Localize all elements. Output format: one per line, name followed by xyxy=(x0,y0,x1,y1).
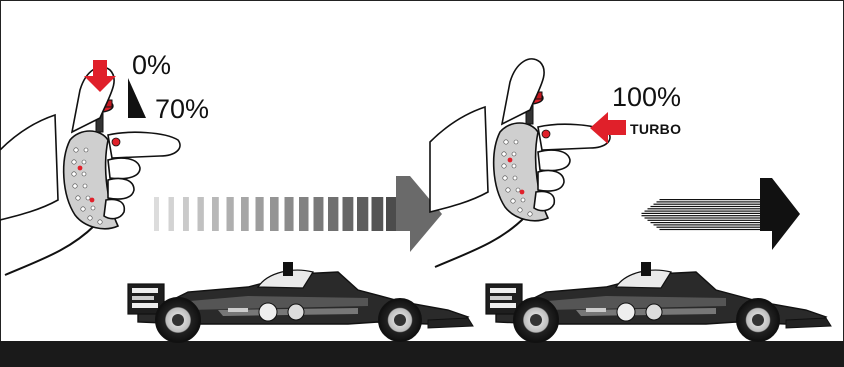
speed-bar xyxy=(371,197,384,231)
speed-bar xyxy=(284,197,294,231)
turbo-speed-line xyxy=(650,205,760,208)
race-car-icon xyxy=(127,261,474,343)
race-car-icon-turbo xyxy=(485,261,832,343)
speed-bar xyxy=(241,197,249,231)
speed-bar xyxy=(328,197,339,231)
red-down-arrow-icon xyxy=(84,60,116,92)
turbo-speed-line xyxy=(647,208,760,210)
turbo-speed-line xyxy=(641,215,760,217)
hand-controller-icon-turbo xyxy=(429,57,611,268)
turbo-speed-line xyxy=(641,212,760,214)
speed-bar xyxy=(386,197,399,231)
speed-bar xyxy=(342,197,354,231)
turbo-speed-line xyxy=(653,224,760,226)
speed-bar xyxy=(226,197,234,231)
speed-arrow-icon xyxy=(154,176,442,252)
speed-bar xyxy=(299,197,309,231)
red-left-arrow-icon xyxy=(590,112,626,144)
turbo-speed-line xyxy=(653,203,760,205)
throttle-range-wedge-icon xyxy=(128,78,146,118)
turbo-speed-line xyxy=(644,210,760,212)
throttle-full-label: 100% xyxy=(612,82,682,112)
speed-bar xyxy=(313,197,324,231)
speed-bar xyxy=(212,197,219,231)
speed-bar xyxy=(183,197,189,231)
turbo-speed-line xyxy=(659,228,760,231)
turbo-label: TURBO xyxy=(630,121,682,137)
speed-bar xyxy=(197,197,204,231)
speed-bar xyxy=(270,197,279,231)
turbo-speed-line xyxy=(659,199,760,201)
speed-bar xyxy=(357,197,369,231)
turbo-speed-line xyxy=(656,201,760,203)
speed-bar xyxy=(255,197,264,231)
turbo-speed-arrow-icon xyxy=(641,178,800,250)
turbo-speed-line xyxy=(656,226,760,228)
turbo-speed-line xyxy=(644,217,760,219)
track-ground xyxy=(0,341,844,367)
turbo-speed-line xyxy=(650,222,760,224)
speed-bar xyxy=(168,197,174,231)
hand-controller-icon xyxy=(0,65,181,276)
throttle-min-label: 0% xyxy=(132,50,172,80)
speed-bar xyxy=(154,197,159,231)
throttle-max-label: 70% xyxy=(155,94,210,124)
turbo-speed-line xyxy=(647,219,760,221)
